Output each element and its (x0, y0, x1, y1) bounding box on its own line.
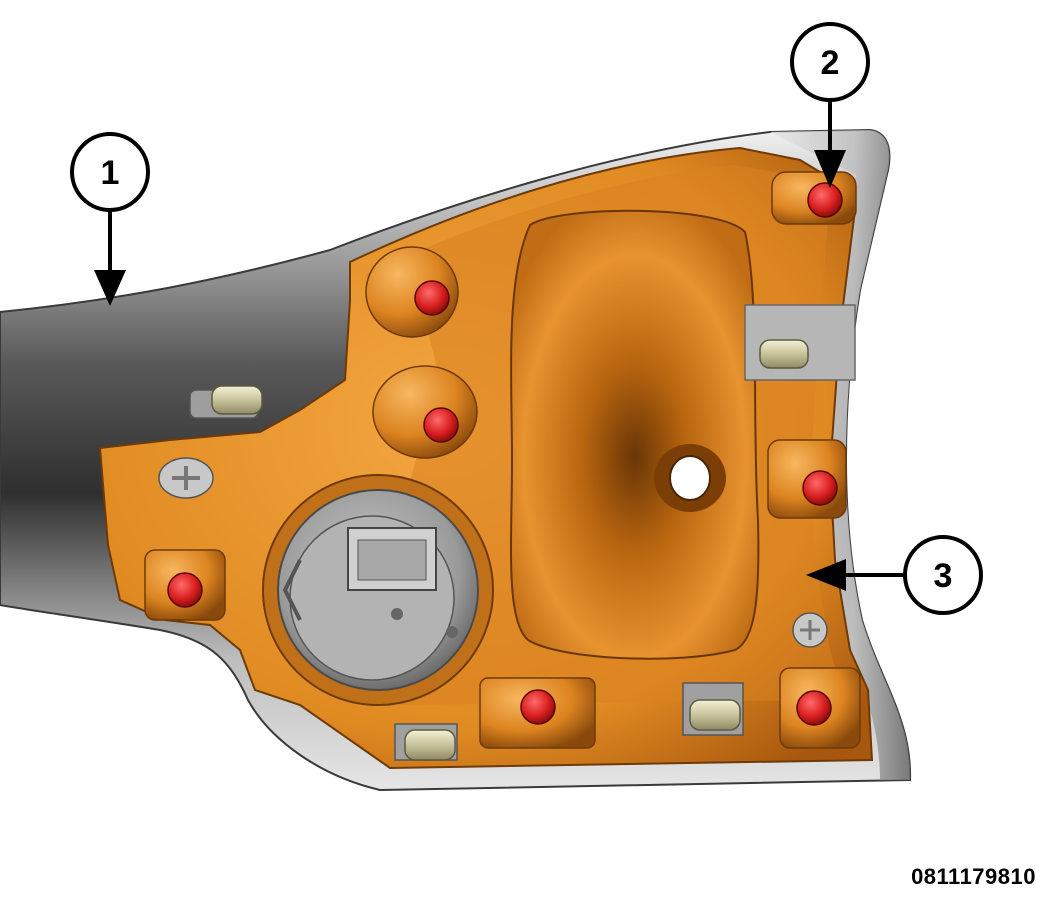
screw-icon (423, 407, 459, 443)
callout-3: 3 (806, 535, 983, 615)
clip-icon (744, 304, 856, 381)
callout-2-number: 2 (821, 44, 840, 82)
clips (158, 304, 856, 761)
locator-slot (792, 612, 828, 648)
callout-1: 1 (70, 132, 150, 306)
figure-id: 0811179810 (911, 864, 1036, 889)
lamp-socket-icon (262, 474, 494, 706)
callout-1-number: 1 (101, 154, 120, 192)
callout-3-number: 3 (934, 557, 953, 595)
clip-icon (394, 723, 458, 761)
callout-2: 2 (790, 22, 870, 188)
screw-icon (167, 572, 203, 608)
clip-icon (682, 682, 744, 736)
fasteners (167, 182, 843, 726)
clip-icon (189, 385, 263, 419)
bulb-opening (669, 455, 711, 501)
screw-icon (520, 689, 556, 725)
screw-icon (796, 690, 832, 726)
screw-icon (802, 470, 838, 506)
bulb-pocket (510, 209, 760, 660)
screw-icon (414, 280, 450, 316)
screw-icon (807, 182, 843, 218)
locator-slot (158, 457, 214, 499)
